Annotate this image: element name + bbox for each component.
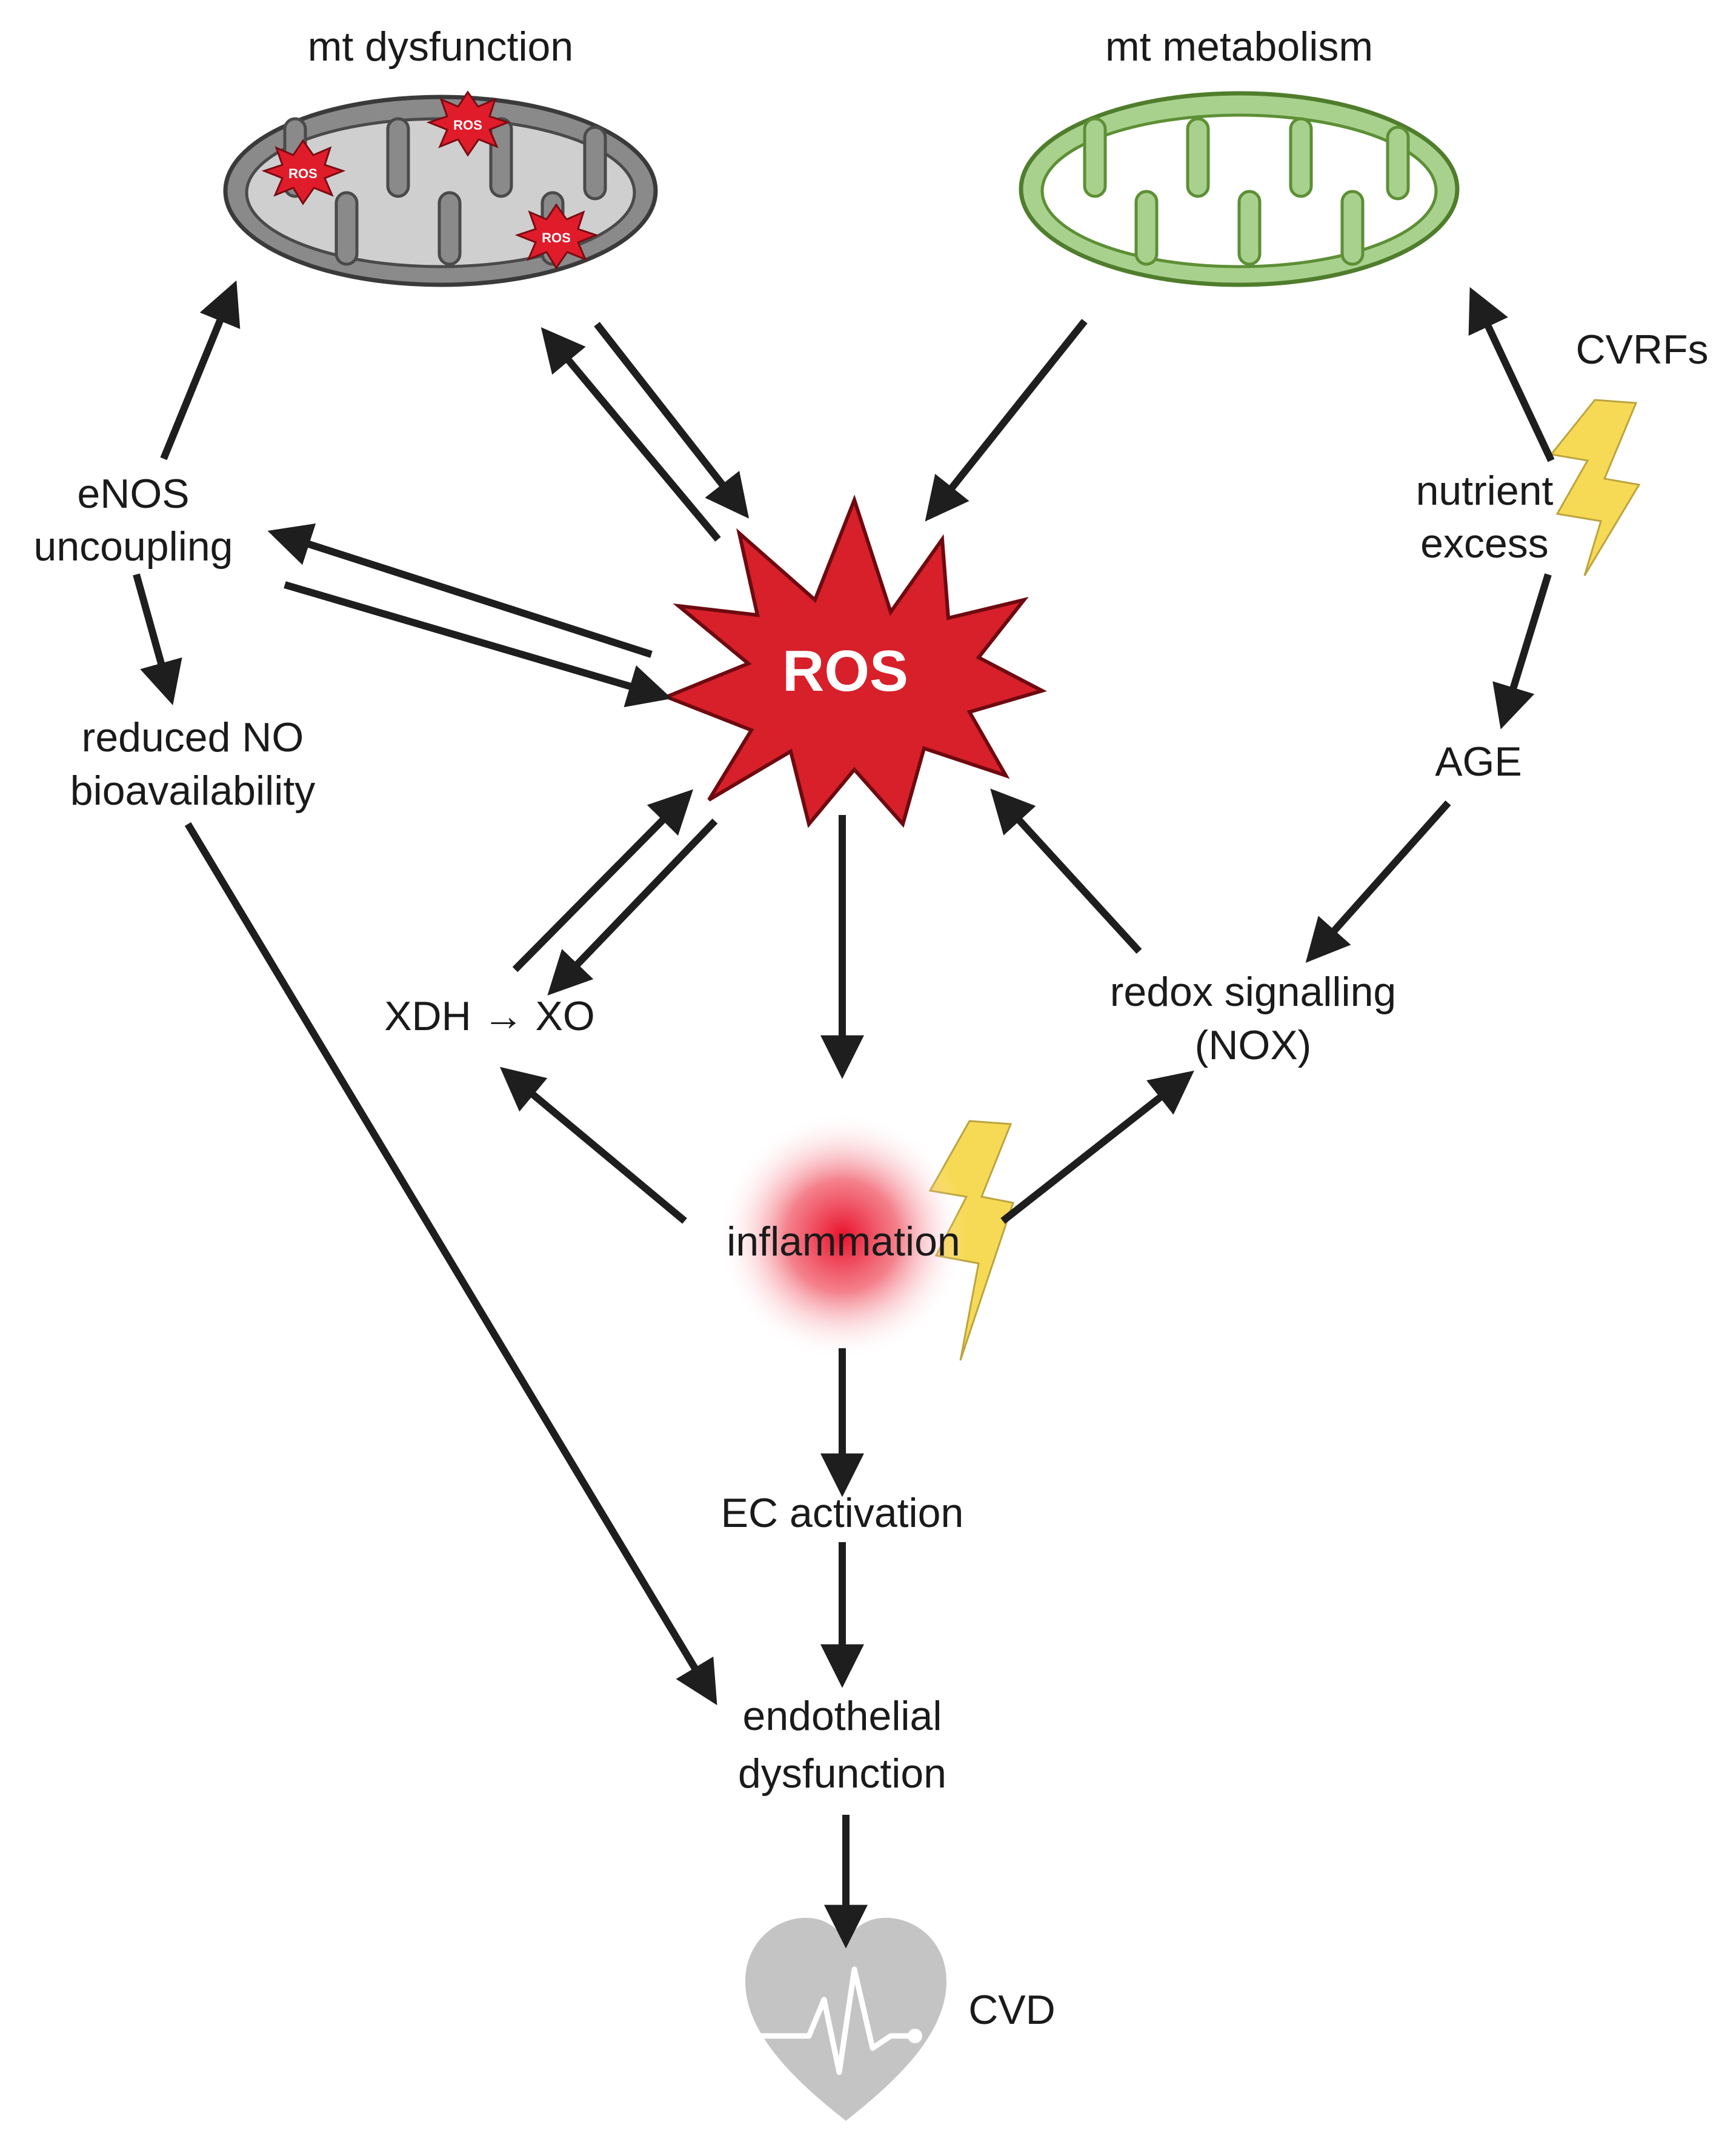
ros-label: ROS — [782, 639, 908, 703]
ros-small-label-3: ROS — [542, 230, 571, 245]
ros-small-label-2: ROS — [453, 118, 482, 133]
arrow-ros-to-mtdysfunction — [540, 327, 721, 542]
mitochondrion-dysfunction-icon: ROS ROS ROS — [223, 90, 658, 287]
ros-burst-icon: ROS — [661, 494, 1047, 828]
lightning-bolt-icon — [1549, 399, 1641, 576]
inflammation-glow — [718, 1112, 966, 1360]
mt-metabolism-label: mt metabolism — [1105, 24, 1373, 70]
cvd-label: CVD — [968, 1987, 1056, 2033]
heart-ecg-icon — [745, 1918, 946, 2121]
arrow-age-to-redox — [1305, 800, 1451, 963]
redox-label-line2: (NOX) — [1195, 1022, 1312, 1068]
arrow-enos-to-ros — [284, 581, 672, 708]
arrow-nutrient-to-mtmetabolism — [1468, 287, 1555, 462]
arrow-reducedno-to-endothelial — [184, 822, 717, 1706]
arrow-nutrient-to-age — [1492, 573, 1552, 730]
arrow-redox-to-ros — [990, 788, 1142, 954]
endothelial-label-line2: dysfunction — [738, 1751, 946, 1797]
inflammation-label: inflammation — [727, 1219, 960, 1265]
reduced-no-label-line2: bioavailability — [70, 768, 315, 814]
arrow-ros-to-enos — [267, 523, 653, 658]
arrow-inflammation-to-xdh — [499, 1066, 687, 1224]
endothelial-label-line1: endothelial — [743, 1693, 942, 1739]
xdh-xo-label: XDH → XO — [384, 993, 595, 1039]
ros-small-burst-icon: ROS — [261, 139, 346, 205]
age-label: AGE — [1435, 739, 1522, 785]
ec-activation-label: EC activation — [721, 1490, 964, 1536]
arrow-ros-to-xdh — [547, 818, 718, 996]
arrow-enos-to-mtdysfunction — [160, 280, 241, 461]
enos-label-line1: eNOS — [77, 471, 189, 517]
ros-small-label-1: ROS — [288, 166, 318, 181]
nutrient-label-line2: excess — [1420, 521, 1549, 567]
arrow-enos-to-reducedno — [133, 573, 182, 705]
mitochondrion-healthy-icon — [1019, 91, 1460, 287]
reduced-no-label-line1: reduced NO — [82, 714, 304, 760]
arrow-mtmetabolism-to-ros — [925, 319, 1088, 522]
arrow-xdh-to-ros — [512, 789, 694, 973]
ros-small-burst-icon: ROS — [426, 90, 511, 157]
ros-small-burst-icon: ROS — [514, 203, 599, 270]
mt-dysfunction-label: mt dysfunction — [308, 24, 573, 70]
arrow-inflammation-to-redox — [1000, 1070, 1194, 1224]
enos-label-line2: uncoupling — [34, 524, 233, 570]
arrow-mtdysfunction-to-ros — [594, 322, 750, 519]
cvrfs-label: CVRFs — [1575, 327, 1708, 373]
nutrient-label-line1: nutrient — [1416, 468, 1554, 514]
redox-label-line1: redox signalling — [1110, 969, 1397, 1015]
